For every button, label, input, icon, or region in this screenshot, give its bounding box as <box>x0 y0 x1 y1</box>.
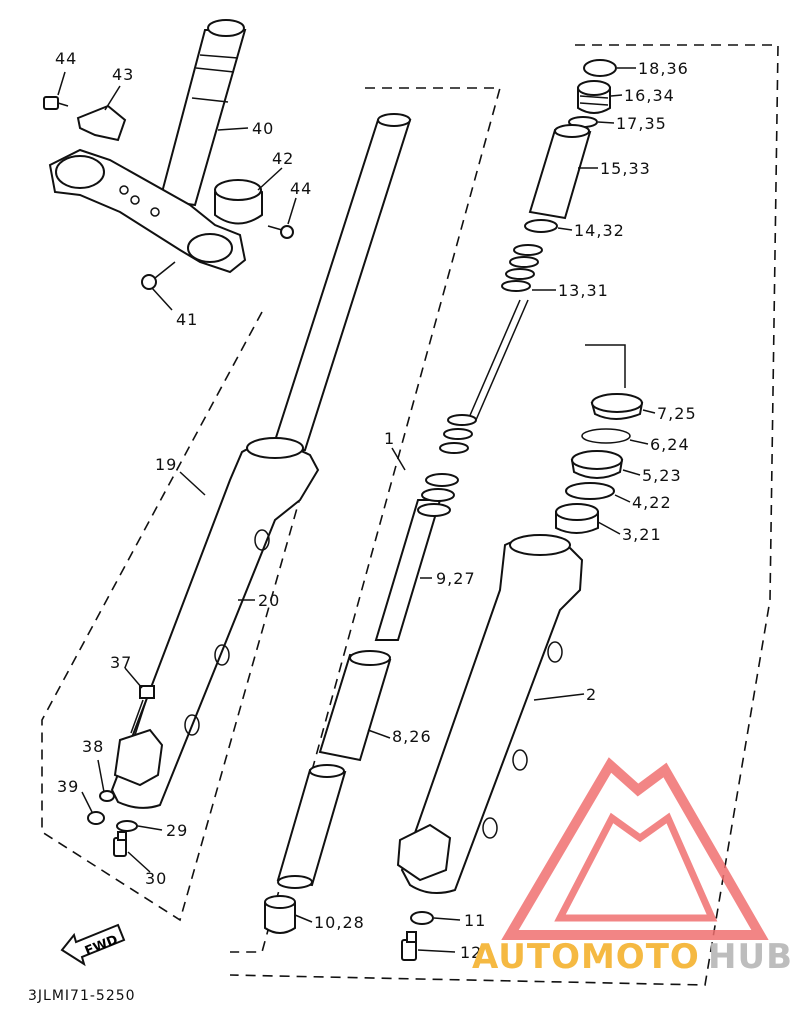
forward-arrow-icon: FWD <box>60 923 126 967</box>
collar-42 <box>214 179 263 225</box>
inner-tube-left <box>270 119 412 451</box>
washer-14-32 <box>524 219 558 233</box>
callout-18-36: 18,36 <box>638 59 689 78</box>
bolt-12 <box>401 931 417 961</box>
washer-4-22 <box>565 482 615 500</box>
cylinder-8-26 <box>318 650 392 762</box>
steering-stem-assembly <box>43 19 294 290</box>
callout-7-25: 7,25 <box>657 404 697 423</box>
callout-9-27: 9,27 <box>436 569 476 588</box>
callout-2: 2 <box>586 685 597 704</box>
automotohub-logo-icon <box>501 757 769 940</box>
bolt-44-right <box>267 225 294 239</box>
bolt-41 <box>141 261 176 290</box>
callout-10-28: 10,28 <box>314 913 365 932</box>
group-outlines <box>41 44 779 986</box>
lower-sleeve <box>276 764 347 889</box>
callout-43: 43 <box>112 65 134 84</box>
right-top-stack <box>524 59 617 233</box>
bolt-30 <box>113 831 127 857</box>
damper-rod <box>374 499 442 641</box>
spacer-15-33 <box>528 124 592 220</box>
rebound-spring <box>417 473 459 517</box>
spring-13-31 <box>439 244 543 454</box>
callout-44-right: 44 <box>290 179 312 198</box>
outline-left-leg <box>41 311 306 922</box>
callout-12: 12 <box>460 943 482 962</box>
callout-11: 11 <box>464 911 486 930</box>
cap-bolt-16-34 <box>577 80 611 114</box>
cable-guide <box>76 104 127 142</box>
cap-18-36 <box>583 59 617 77</box>
watermark-wordmark: AUTOMOTO HUB <box>472 937 793 977</box>
right-fork-leg <box>396 534 584 961</box>
outline-right-inner <box>585 344 626 388</box>
callout-38: 38 <box>82 737 104 756</box>
callout-41: 41 <box>176 310 198 329</box>
left-fork-leg <box>87 113 412 857</box>
callout-40: 40 <box>252 119 274 138</box>
right-seal-stack <box>555 393 644 534</box>
bushing-3-21 <box>555 503 599 534</box>
callout-13-31: 13,31 <box>558 281 609 300</box>
callout-30: 30 <box>145 869 167 888</box>
callout-1: 1 <box>384 429 395 448</box>
nut-39 <box>87 811 105 825</box>
dust-seal-7-25 <box>590 393 644 420</box>
oil-seal-5-23 <box>570 450 624 479</box>
callout-29: 29 <box>166 821 188 840</box>
watermark-automoto: AUTOMOTO <box>472 937 700 977</box>
callout-37: 37 <box>110 653 132 672</box>
callout-4-22: 4,22 <box>632 493 672 512</box>
callout-labels: 44 43 40 42 44 41 19 20 37 38 39 29 30 1… <box>55 49 697 962</box>
callout-5-23: 5,23 <box>642 466 682 485</box>
steering-stem-shaft <box>158 29 247 207</box>
logo-triangle-inner <box>554 812 718 922</box>
logo-triangle-outer <box>501 757 769 940</box>
drawing-code: 3JLMI71-5250 <box>28 988 136 1004</box>
washer-11 <box>410 911 434 925</box>
bolt-44-top <box>43 96 69 110</box>
washer-29 <box>116 820 138 832</box>
washer-38 <box>99 790 115 802</box>
leader-lines <box>57 67 656 953</box>
oil-lock-piece <box>264 895 296 934</box>
outline-center <box>230 87 502 953</box>
callout-20: 20 <box>258 591 280 610</box>
callout-39: 39 <box>57 777 79 796</box>
callout-17-35: 17,35 <box>616 114 667 133</box>
callout-6-24: 6,24 <box>650 435 690 454</box>
damper-parts <box>264 244 543 934</box>
bolt-37 <box>130 685 155 736</box>
watermark-hub: HUB <box>708 937 793 977</box>
callout-42: 42 <box>272 149 294 168</box>
callout-44-top: 44 <box>55 49 77 68</box>
callout-15-33: 15,33 <box>600 159 651 178</box>
callout-19: 19 <box>155 455 177 474</box>
clip-6-24 <box>581 428 631 444</box>
callout-8-26: 8,26 <box>392 727 432 746</box>
callout-3-21: 3,21 <box>622 525 662 544</box>
callout-14-32: 14,32 <box>574 221 625 240</box>
callout-16-34: 16,34 <box>624 86 675 105</box>
